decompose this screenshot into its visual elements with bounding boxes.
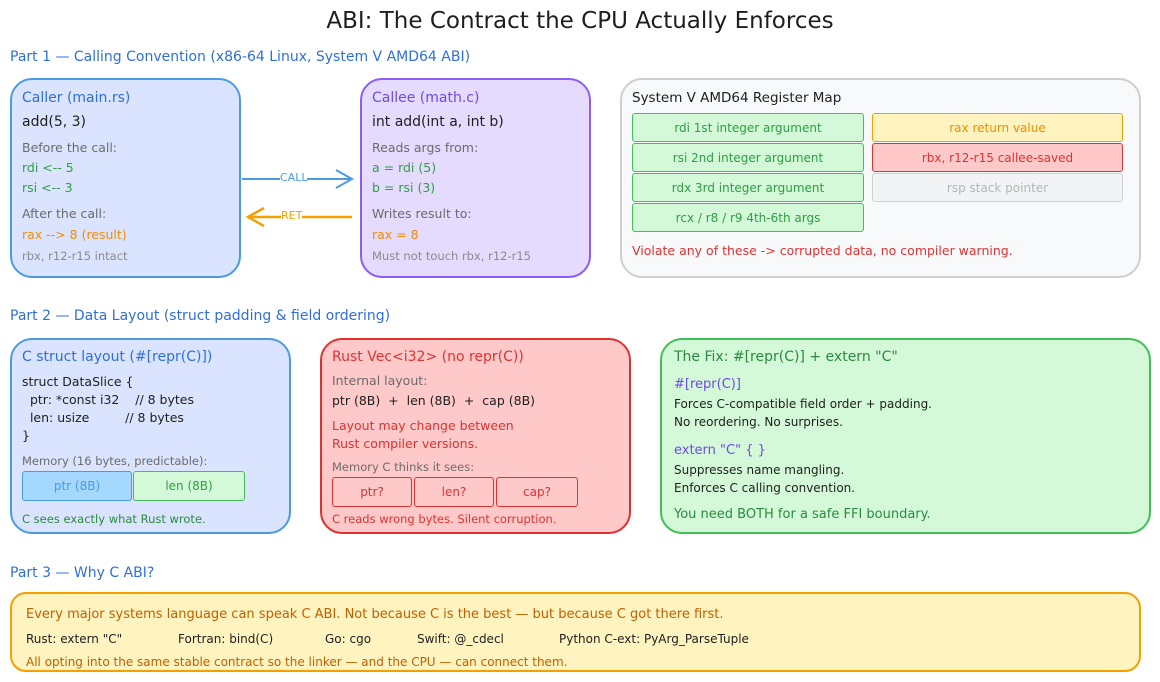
register-map-title: System V AMD64 Register Map: [632, 90, 842, 106]
call-label: CALL: [280, 171, 308, 184]
register-cell-rsi: rsi 2nd integer argument: [632, 143, 864, 172]
part1-heading: Part 1 — Calling Convention (x86-64 Linu…: [10, 49, 471, 65]
fix-conclusion: You need BOTH for a safe FFI boundary.: [674, 507, 931, 522]
caller-after-label: After the call:: [22, 206, 107, 221]
part3-heading: Part 3 — Why C ABI?: [10, 565, 155, 581]
memory-cell-ptr: ptr (8B): [22, 471, 132, 501]
c-struct-code-line: }: [22, 428, 30, 443]
caller-call: add(5, 3): [22, 114, 86, 130]
register-cell-rdx: rdx 3rd integer argument: [632, 173, 864, 202]
c-struct-code-line: ptr: *const i32 // 8 bytes: [22, 392, 194, 407]
fix-repr-heading: #[repr(C)]: [674, 377, 741, 392]
fix-repr-line: No reordering. No surprises.: [674, 415, 843, 429]
rust-vec-box: Rust Vec<i32> (no repr(C)) Internal layo…: [320, 338, 631, 534]
rust-vec-internal-label: Internal layout:: [332, 373, 428, 388]
rust-vec-warning: Rust compiler versions.: [332, 436, 479, 451]
fix-box: The Fix: #[repr(C)] + extern "C" #[repr(…: [660, 338, 1151, 534]
callee-writes-line: rax = 8: [372, 227, 419, 242]
callee-note: Must not touch rbx, r12-r15: [372, 249, 531, 263]
callee-signature: int add(int a, int b): [372, 114, 504, 130]
caller-before-line: rsi <-- 3: [22, 180, 73, 195]
rust-vec-title: Rust Vec<i32> (no repr(C)): [332, 349, 524, 365]
callee-writes-label: Writes result to:: [372, 206, 472, 221]
callee-title: Callee (math.c): [372, 90, 480, 106]
register-cell-callee-saved: rbx, r12-r15 callee-saved: [872, 143, 1123, 172]
language-item: Fortran: bind(C): [178, 632, 274, 646]
memory-cell-ptr-unknown: ptr?: [332, 477, 412, 507]
rust-vec-warning: Layout may change between: [332, 418, 514, 433]
callee-reads-line: a = rdi (5): [372, 160, 437, 175]
language-item: Go: cgo: [325, 632, 372, 646]
c-struct-note: C sees exactly what Rust wrote.: [22, 512, 206, 526]
register-cell-rax: rax return value: [872, 113, 1123, 142]
why-c-abi-box: Every major systems language can speak C…: [10, 592, 1141, 672]
c-struct-title: C struct layout (#[repr(C)]): [22, 349, 213, 365]
memory-cell-cap-unknown: cap?: [496, 477, 578, 507]
page-title: ABI: The Contract the CPU Actually Enfor…: [326, 8, 834, 34]
caller-box: Caller (main.rs) add(5, 3) Before the ca…: [10, 78, 241, 278]
callee-reads-label: Reads args from:: [372, 140, 479, 155]
rust-vec-layout: ptr (8B) + len (8B) + cap (8B): [332, 393, 536, 408]
ret-label: RET: [281, 209, 303, 222]
register-cell-rcx-r8-r9: rcx / r8 / r9 4th-6th args: [632, 203, 864, 232]
rust-vec-note: C reads wrong bytes. Silent corruption.: [332, 512, 557, 526]
fix-repr-line: Forces C-compatible field order + paddin…: [674, 397, 932, 411]
register-cell-rdi: rdi 1st integer argument: [632, 113, 864, 142]
memory-cell-len-unknown: len?: [414, 477, 494, 507]
register-map-box: System V AMD64 Register Map rdi 1st inte…: [620, 78, 1141, 278]
why-line1: Every major systems language can speak C…: [26, 607, 724, 622]
caller-note: rbx, r12-r15 intact: [22, 249, 128, 263]
rust-vec-memory-label: Memory C thinks it sees:: [332, 460, 475, 474]
register-cell-rsp: rsp stack pointer: [872, 173, 1123, 202]
language-item: Swift: @_cdecl: [417, 632, 504, 646]
c-struct-box: C struct layout (#[repr(C)]) struct Data…: [10, 338, 291, 534]
language-item: Python C-ext: PyArg_ParseTuple: [559, 632, 749, 646]
fix-extern-line: Suppresses name mangling.: [674, 463, 845, 477]
fix-title: The Fix: #[repr(C)] + extern "C": [674, 349, 898, 365]
c-struct-memory-label: Memory (16 bytes, predictable):: [22, 454, 208, 468]
c-struct-code-line: struct DataSlice {: [22, 374, 134, 389]
language-item: Rust: extern "C": [26, 632, 123, 646]
why-line3: All opting into the same stable contract…: [26, 655, 568, 669]
caller-before-line: rdi <-- 5: [22, 160, 74, 175]
memory-cell-len: len (8B): [133, 471, 245, 501]
register-map-warning: Violate any of these -> corrupted data, …: [632, 243, 1013, 258]
caller-title: Caller (main.rs): [22, 90, 131, 106]
caller-after-line: rax --> 8 (result): [22, 227, 127, 242]
part2-heading: Part 2 — Data Layout (struct padding & f…: [10, 308, 391, 324]
fix-extern-heading: extern "C" { }: [674, 443, 766, 458]
call-arrowhead: [335, 169, 355, 189]
caller-before-label: Before the call:: [22, 140, 118, 155]
callee-box: Callee (math.c) int add(int a, int b) Re…: [360, 78, 591, 278]
ret-arrowhead: [245, 206, 265, 228]
c-struct-code-line: len: usize // 8 bytes: [22, 410, 184, 425]
fix-extern-line: Enforces C calling convention.: [674, 481, 856, 495]
callee-reads-line: b = rsi (3): [372, 180, 436, 195]
